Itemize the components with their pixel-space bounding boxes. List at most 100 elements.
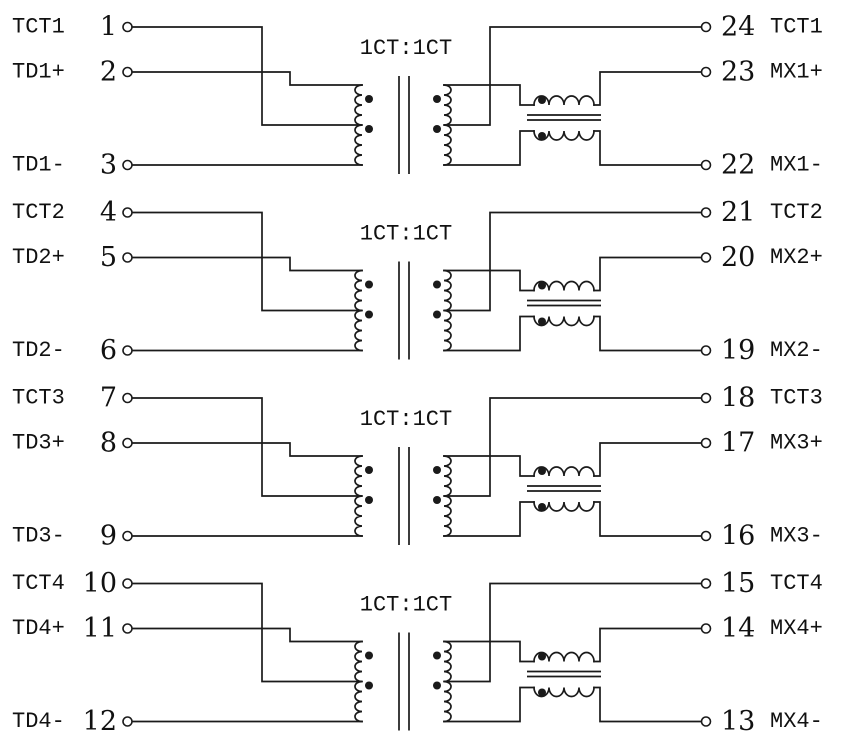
pin-label: TCT4 [770, 571, 823, 596]
wire-choke-to-mx-plus [593, 442, 703, 477]
pin-label: TD2+ [12, 245, 65, 270]
polarity-dot [365, 681, 373, 690]
pin-number: 2 [100, 57, 117, 88]
wire-sec-bottom-to-choke [443, 686, 535, 723]
wire-sec-top-to-choke [443, 640, 535, 663]
polarity-dot [433, 95, 441, 103]
pin-label: MX1+ [770, 60, 823, 85]
pin-number: 12 [83, 706, 117, 737]
wire-choke-to-mx-minus [593, 130, 703, 166]
wire-tct-secondary [443, 582, 703, 683]
choke-top-winding [533, 95, 595, 106]
wire-tct-secondary [443, 397, 703, 497]
pin-terminal [122, 252, 133, 263]
pin-label: MX4+ [770, 616, 823, 641]
pin-number: 11 [83, 613, 117, 644]
pin-label: TCT3 [770, 386, 823, 411]
polarity-dot [538, 281, 546, 290]
wire-td-plus [131, 627, 363, 643]
pin-label: TCT4 [12, 571, 65, 596]
pin-terminal [700, 437, 712, 449]
primary-winding [354, 455, 363, 537]
pin-number: 20 [721, 242, 755, 273]
pin-label: TD3- [12, 524, 65, 549]
pin-terminal [122, 437, 133, 449]
polarity-dot [365, 310, 373, 319]
pin-label: MX1- [770, 153, 823, 178]
pin-label: MX3- [770, 524, 823, 549]
wire-tct-primary [131, 211, 363, 312]
pin-label: TD1- [12, 153, 65, 178]
wire-tct-secondary [443, 26, 703, 126]
transformer-ratio-label: 1CT:1CT [360, 407, 452, 432]
pin-number: 6 [100, 335, 117, 366]
wire-tct-primary [131, 397, 363, 497]
polarity-dot [538, 467, 546, 475]
transformer-ratio-label: 1CT:1CT [360, 593, 452, 618]
pin-number: 3 [100, 150, 117, 181]
transformer-ratio-label: 1CT:1CT [360, 222, 452, 247]
polarity-dot [538, 132, 546, 140]
secondary-winding [443, 640, 452, 723]
transformer-ratio-label: 1CT:1CT [360, 36, 452, 61]
wire-choke-to-mx-plus [593, 71, 703, 106]
wire-choke-to-mx-minus [593, 686, 703, 723]
pin-terminal [700, 252, 712, 263]
pin-terminal [122, 207, 133, 218]
wire-choke-to-mx-minus [593, 315, 703, 352]
wire-td-plus [131, 71, 363, 86]
primary-winding [354, 84, 363, 166]
pin-terminal [122, 716, 133, 727]
secondary-winding [443, 455, 452, 537]
choke-bottom-winding [533, 501, 595, 512]
polarity-dot [365, 496, 373, 504]
pin-label: TCT2 [770, 200, 823, 225]
polarity-dot [433, 651, 441, 660]
polarity-dot [433, 280, 441, 289]
pin-label: TD4+ [12, 616, 65, 641]
pin-terminal [122, 66, 133, 78]
pin-number: 18 [721, 383, 755, 414]
pin-number: 21 [721, 197, 755, 228]
pin-terminal [700, 159, 712, 171]
pin-number: 9 [100, 521, 117, 552]
wire-choke-to-mx-plus [593, 627, 703, 663]
polarity-dot [365, 466, 373, 474]
polarity-dot [433, 310, 441, 319]
polarity-dot [433, 466, 441, 474]
pin-number: 15 [721, 568, 755, 599]
choke-top-winding [533, 280, 595, 292]
pin-label: TD2- [12, 338, 65, 363]
choke-bottom-winding [533, 686, 595, 698]
pin-terminal [122, 392, 133, 404]
pin-number: 19 [721, 335, 755, 366]
wire-tct-secondary [443, 211, 703, 312]
polarity-dot [365, 95, 373, 103]
pin-number: 23 [721, 57, 755, 88]
pin-terminal [122, 21, 133, 33]
polarity-dot [538, 652, 546, 661]
pin-terminal [700, 530, 712, 542]
pin-number: 7 [100, 383, 117, 414]
wire-sec-bottom-to-choke [443, 130, 535, 166]
pin-label: TD3+ [12, 431, 65, 456]
pin-terminal [700, 21, 712, 33]
polarity-dot [433, 681, 441, 690]
pin-number: 22 [721, 150, 755, 181]
pin-label: TCT3 [12, 386, 65, 411]
pin-terminal [700, 345, 712, 356]
pin-terminal [122, 530, 133, 542]
polarity-dot [538, 317, 546, 326]
pin-number: 24 [721, 12, 755, 43]
wire-sec-bottom-to-choke [443, 315, 535, 352]
wire-choke-to-mx-plus [593, 256, 703, 292]
pin-number: 16 [721, 521, 755, 552]
pin-label: TCT1 [12, 15, 65, 40]
polarity-dot [433, 496, 441, 504]
pin-terminal [122, 578, 133, 589]
